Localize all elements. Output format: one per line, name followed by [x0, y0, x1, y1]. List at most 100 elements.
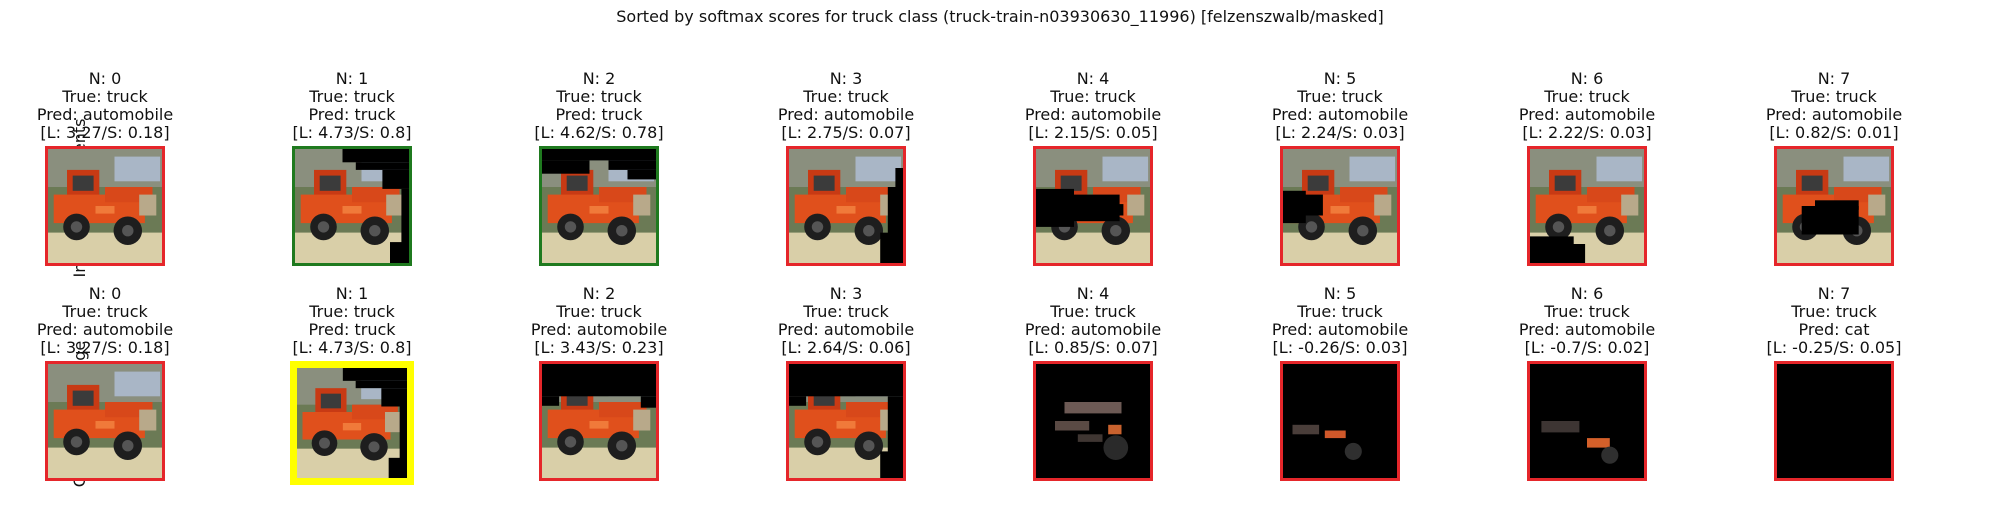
caption-score: [L: 4.73/S: 0.8] [292, 123, 412, 142]
caption-score: [L: 3.27/S: 0.18] [40, 338, 170, 357]
caption-n: N: 2 [582, 284, 616, 303]
caption-true: True: truck [803, 87, 889, 106]
figure-title: Sorted by softmax scores for truck class… [616, 7, 1384, 26]
caption-score: [L: 2.15/S: 0.05] [1028, 123, 1158, 142]
caption-score: [L: 2.24/S: 0.03] [1275, 123, 1405, 142]
truck-image [1530, 364, 1644, 478]
truck-image [295, 149, 409, 263]
caption-pred: Pred: truck [555, 105, 643, 124]
truck-image [542, 364, 656, 478]
caption-score: [L: 2.22/S: 0.03] [1522, 123, 1652, 142]
caption-true: True: truck [1791, 87, 1877, 106]
caption-score: [L: 0.85/S: 0.07] [1028, 338, 1158, 357]
caption-true: True: truck [309, 87, 395, 106]
caption-score: [L: 2.64/S: 0.06] [781, 338, 911, 357]
caption-score: [L: 0.82/S: 0.01] [1769, 123, 1899, 142]
caption-score: [L: 4.73/S: 0.8] [292, 338, 412, 357]
caption-score: [L: 4.62/S: 0.78] [534, 123, 664, 142]
caption-true: True: truck [62, 87, 148, 106]
truck-image [297, 368, 407, 478]
caption-score: [L: 3.27/S: 0.18] [40, 123, 170, 142]
truck-image [1777, 149, 1891, 263]
caption-n: N: 2 [582, 69, 616, 88]
segment-image [290, 361, 414, 485]
caption-n: N: 4 [1076, 69, 1110, 88]
caption-n: N: 5 [1323, 69, 1357, 88]
caption-true: True: truck [1297, 302, 1383, 321]
caption-score: [L: -0.26/S: 0.03] [1272, 338, 1408, 357]
caption-pred: Pred: automobile [1024, 320, 1162, 339]
truck-image [789, 149, 903, 263]
truck-image [48, 364, 162, 478]
segment-image [1774, 146, 1894, 266]
caption-n: N: 0 [88, 69, 122, 88]
truck-image [1036, 364, 1150, 478]
caption-true: True: truck [1544, 87, 1630, 106]
caption-pred: Pred: automobile [777, 105, 915, 124]
segment-image [539, 361, 659, 481]
caption-true: True: truck [62, 302, 148, 321]
caption-score: [L: -0.25/S: 0.05] [1766, 338, 1902, 357]
segment-image [45, 361, 165, 481]
caption-true: True: truck [309, 302, 395, 321]
truck-image [542, 149, 656, 263]
segment-image [1774, 361, 1894, 481]
truck-image [48, 149, 162, 263]
segment-image [1527, 361, 1647, 481]
caption-pred: Pred: automobile [530, 320, 668, 339]
segment-image [1280, 146, 1400, 266]
segment-image [539, 146, 659, 266]
caption-true: True: truck [556, 87, 642, 106]
segment-image [1033, 146, 1153, 266]
caption-n: N: 6 [1570, 69, 1604, 88]
caption-pred: Pred: automobile [1518, 105, 1656, 124]
caption-pred: Pred: automobile [1024, 105, 1162, 124]
caption-true: True: truck [1050, 87, 1136, 106]
caption-n: N: 3 [829, 284, 863, 303]
caption-true: True: truck [1791, 302, 1877, 321]
caption-pred: Pred: automobile [1765, 105, 1903, 124]
segment-image [1527, 146, 1647, 266]
caption-pred: Pred: automobile [777, 320, 915, 339]
caption-pred: Pred: truck [308, 320, 396, 339]
caption-n: N: 7 [1817, 69, 1851, 88]
segment-image [786, 146, 906, 266]
caption-n: N: 6 [1570, 284, 1604, 303]
truck-image [1283, 149, 1397, 263]
truck-image [789, 364, 903, 478]
segment-image [292, 146, 412, 266]
caption-n: N: 4 [1076, 284, 1110, 303]
caption-pred: Pred: automobile [36, 320, 174, 339]
caption-pred: Pred: automobile [1271, 320, 1409, 339]
caption-true: True: truck [1544, 302, 1630, 321]
caption-score: [L: 2.75/S: 0.07] [781, 123, 911, 142]
caption-pred: Pred: truck [308, 105, 396, 124]
caption-pred: Pred: cat [1798, 320, 1870, 339]
caption-true: True: truck [556, 302, 642, 321]
caption-n: N: 3 [829, 69, 863, 88]
truck-image [1036, 149, 1150, 263]
caption-n: N: 0 [88, 284, 122, 303]
truck-image [1283, 364, 1397, 478]
